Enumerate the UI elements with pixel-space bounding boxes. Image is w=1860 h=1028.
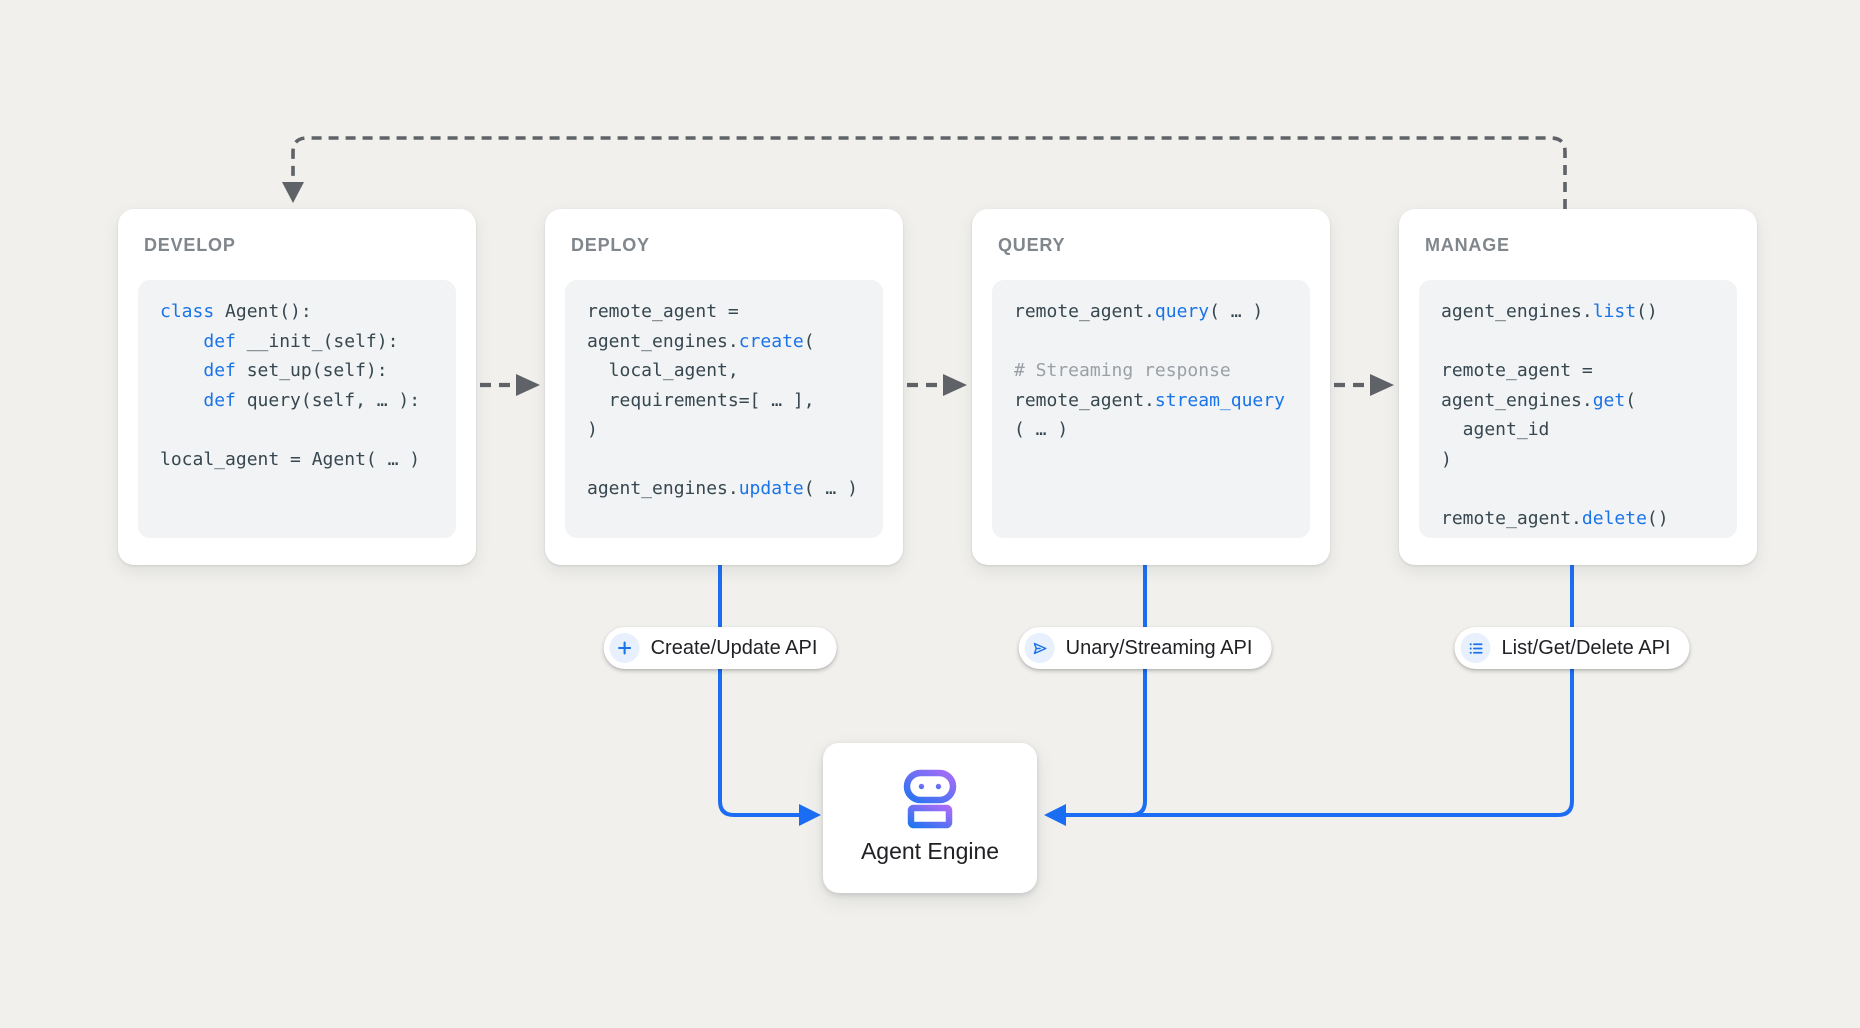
create-update-api-pill: Create/Update API bbox=[603, 627, 837, 669]
loop-arrowhead-down-icon bbox=[282, 182, 304, 203]
query-card: QUERY remote_agent.query( … ) # Streamin… bbox=[972, 209, 1330, 565]
query-code-block: remote_agent.query( … ) # Streaming resp… bbox=[992, 280, 1310, 538]
deploy-to-query-arrowhead-icon bbox=[943, 374, 967, 396]
manage-card-title: MANAGE bbox=[1425, 235, 1510, 255]
list-get-delete-api-pill: List/Get/Delete API bbox=[1454, 627, 1690, 669]
develop-card-title: DEVELOP bbox=[144, 235, 236, 255]
deploy-to-engine-arrowhead-icon bbox=[799, 804, 821, 826]
develop-to-deploy-arrowhead-icon bbox=[516, 374, 540, 396]
manage-to-engine-line bbox=[1066, 565, 1574, 817]
agent-engine-label: Agent Engine bbox=[860, 838, 1000, 864]
deploy-code-block: remote_agent =agent_engines.create( loca… bbox=[565, 280, 883, 538]
unary-streaming-api-pill: Unary/Streaming API bbox=[1018, 627, 1272, 669]
robot-icon bbox=[903, 769, 957, 829]
query-card-title: QUERY bbox=[998, 235, 1066, 255]
create-update-api-pill-label: Create/Update API bbox=[650, 636, 818, 659]
manage-card: MANAGE agent_engines.list() remote_agent… bbox=[1399, 209, 1757, 565]
query-to-engine-line bbox=[1124, 565, 1147, 817]
agent-engine-node: Agent Engine bbox=[823, 743, 1037, 893]
manage-to-develop-dashed-loop bbox=[291, 136, 1567, 209]
unary-streaming-api-pill-label: Unary/Streaming API bbox=[1065, 636, 1253, 659]
plus-icon bbox=[609, 633, 640, 663]
query-manage-to-engine-arrowhead-icon bbox=[1044, 804, 1066, 826]
list-icon bbox=[1460, 633, 1491, 663]
deploy-card-title: DEPLOY bbox=[571, 235, 650, 255]
query-to-manage-arrowhead-icon bbox=[1370, 374, 1394, 396]
list-get-delete-api-pill-label: List/Get/Delete API bbox=[1501, 636, 1671, 659]
deploy-card: DEPLOY remote_agent =agent_engines.creat… bbox=[545, 209, 903, 565]
develop-card: DEVELOP class Agent(): def __init_(self)… bbox=[118, 209, 476, 565]
manage-code-block: agent_engines.list() remote_agent =agent… bbox=[1419, 280, 1737, 538]
send-icon bbox=[1024, 633, 1055, 663]
deploy-to-engine-line bbox=[718, 565, 799, 817]
develop-code-block: class Agent(): def __init_(self): def se… bbox=[138, 280, 456, 538]
